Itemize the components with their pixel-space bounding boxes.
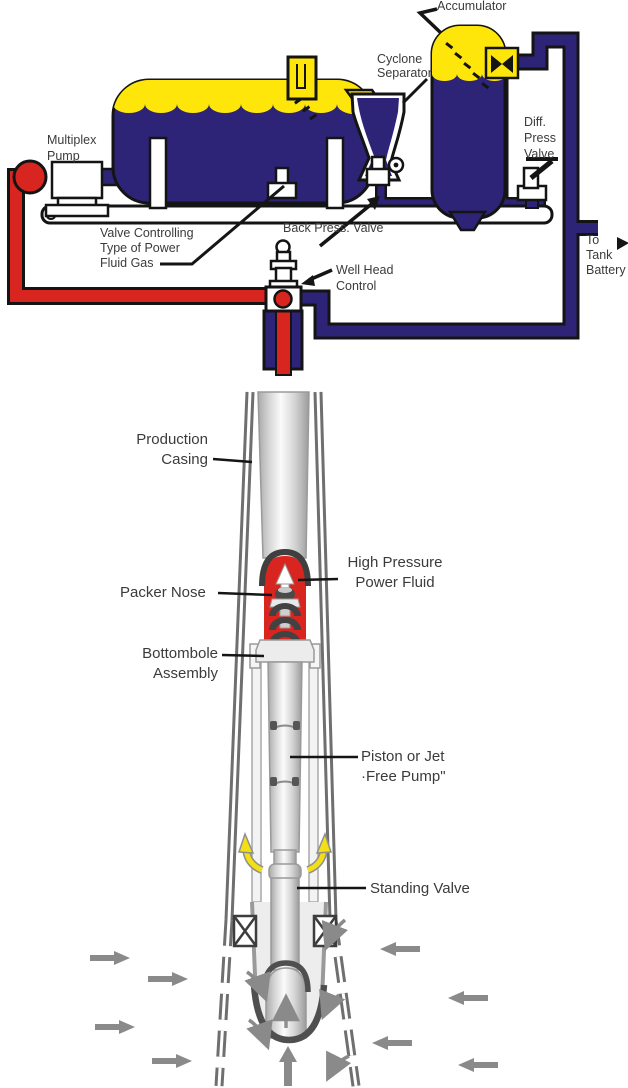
gas-vent-tower bbox=[286, 55, 318, 101]
accumulator-neck bbox=[447, 210, 488, 232]
bottom-up-arrow bbox=[279, 1046, 297, 1062]
label-production-casing: Production Casing bbox=[136, 431, 208, 468]
gas-bubble-marks bbox=[294, 97, 318, 121]
tank-standpipe-right bbox=[325, 136, 345, 210]
leader-arrowheads bbox=[301, 196, 628, 286]
valve-handle bbox=[529, 159, 554, 180]
perforation-inflow-arrows bbox=[244, 918, 352, 1082]
wellhead-christmas-tree bbox=[262, 239, 304, 376]
annulus-flow-yellow-arrows bbox=[237, 831, 333, 874]
label-multiplex-pump: Multiplex Pump bbox=[47, 133, 97, 163]
label-valve-controlling: Valve Controlling Type of Power Fluid Ga… bbox=[100, 226, 194, 270]
label-leader-lines bbox=[160, 7, 558, 890]
power-fluid-tank bbox=[111, 55, 391, 210]
label-standing-valve: Standing Valve bbox=[370, 880, 470, 897]
high-pressure-power-fluid-zone bbox=[259, 548, 311, 650]
label-well-head-control: Well Head Control bbox=[336, 263, 394, 293]
label-diff-press-valve: Diff. Press Valve bbox=[524, 115, 556, 161]
accumulator-vessel bbox=[430, 24, 520, 232]
standing-valve-assembly bbox=[261, 849, 311, 1039]
tank-standpipe-left bbox=[148, 136, 168, 210]
packer-nose-cups bbox=[269, 587, 301, 644]
label-packer-nose: Packer Nose bbox=[120, 584, 206, 601]
label-back-press-valve: Back Press. Valve bbox=[283, 221, 384, 235]
formation-inflow-arrows bbox=[90, 918, 498, 1086]
diff-press-valve bbox=[516, 159, 554, 209]
label-to-tank-battery: To Tank Battery bbox=[586, 233, 626, 277]
label-high-pressure-power-fluid: High Pressure Power Fluid bbox=[347, 554, 443, 591]
accumulator-gas-valve bbox=[484, 46, 520, 80]
free-pump-body bbox=[267, 661, 303, 853]
gas-flow-dashes bbox=[445, 42, 490, 90]
wellhead-valve bbox=[273, 289, 293, 309]
pump-coupling-2 bbox=[270, 777, 299, 786]
cyclone-separator bbox=[350, 92, 406, 182]
back-press-valve bbox=[365, 155, 391, 187]
to-tank-arrow bbox=[617, 237, 628, 250]
label-cyclone-separator: Cyclone Separator bbox=[377, 52, 432, 80]
label-bottomhole-assembly: Bottombole Assembly bbox=[142, 645, 218, 682]
pump-coupling-1 bbox=[270, 721, 300, 730]
label-accumulator: Accumulator bbox=[437, 0, 507, 13]
label-piston-or-jet-free-pump: Piston or Jet ·Free Pump" bbox=[361, 748, 446, 785]
tubing-string bbox=[251, 391, 319, 903]
